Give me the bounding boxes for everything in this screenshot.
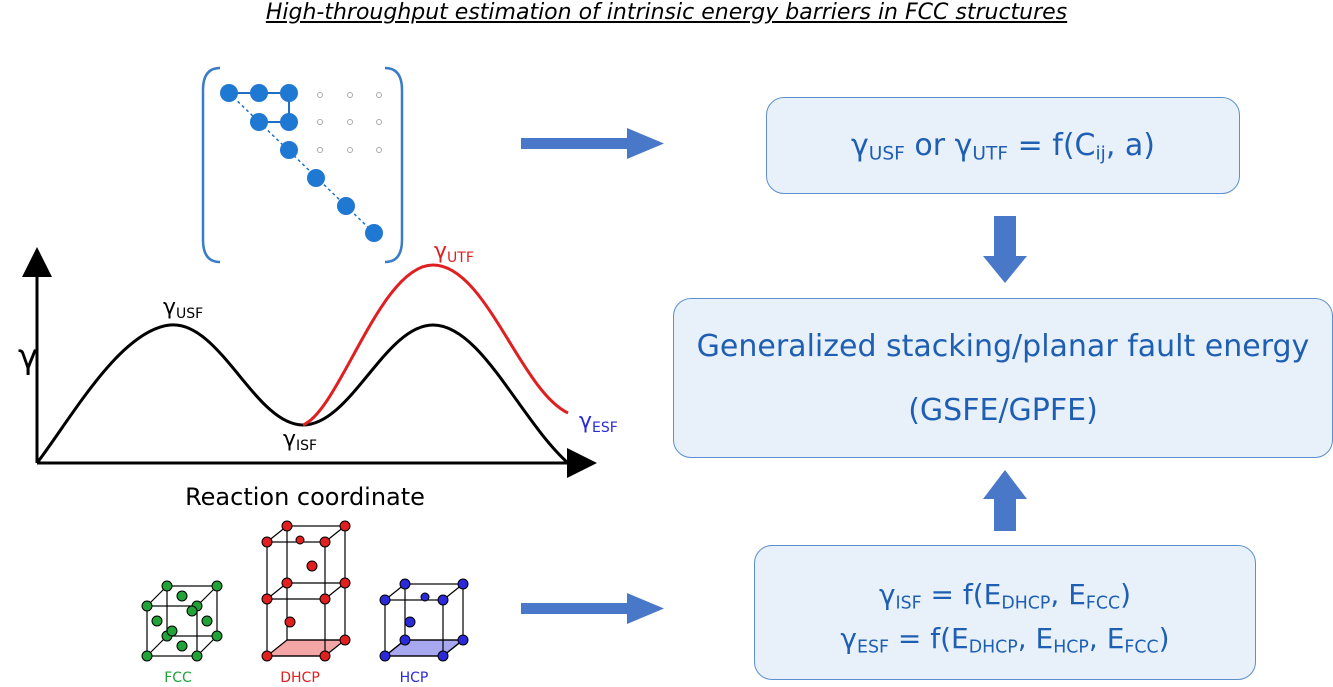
- gsfe-box: Generalized stacking/planar fault energy…: [673, 298, 1333, 458]
- gamma-symbol: γ: [850, 128, 869, 163]
- dhcp-label: DHCP: [280, 670, 320, 686]
- function-tail: , a): [1105, 128, 1155, 163]
- fcc-label: FCC: [164, 670, 192, 686]
- hcp-crystal-icon: HCP: [379, 578, 469, 686]
- elastic-constant-box: γUSF or γUTF = f(Cij, a): [766, 97, 1240, 194]
- y-axis-symbol: γ: [18, 337, 38, 377]
- energy-difference-box: γISF = f(EDHCP, EFCC) γESF = f(EDHCP, EH…: [754, 545, 1256, 680]
- elastic-tensor-matrix: [201, 66, 404, 264]
- usf-subscript: USF: [868, 143, 905, 165]
- gpfe-twin-curve: [302, 263, 569, 427]
- esf-label: γESF: [579, 409, 618, 436]
- cij-subscript: ij: [1095, 143, 1106, 165]
- fcc-crystal-icon: FCC: [141, 580, 223, 686]
- gsfe-title: Generalized stacking/planar fault energy: [696, 329, 1310, 364]
- dhcp-crystal-icon: DHCP: [261, 520, 351, 686]
- hcp-label: HCP: [400, 670, 429, 686]
- x-axis-label: Reaction coordinate: [185, 483, 425, 511]
- function-text: = f(C: [1008, 128, 1096, 163]
- usf-label: γUSF: [163, 295, 203, 322]
- esf-equation: γESF = f(EDHCP, EHCP, EFCC): [840, 622, 1170, 658]
- arrow-right-bottom: [521, 593, 664, 624]
- isf-equation: γISF = f(EDHCP, EFCC): [878, 578, 1132, 614]
- gamma-symbol: γ: [954, 128, 973, 163]
- gsfe-acronym: (GSFE/GPFE): [908, 393, 1098, 428]
- arrow-down: [983, 216, 1027, 283]
- figure-title: High-throughput estimation of intrinsic …: [265, 0, 1068, 25]
- arrow-right-top: [521, 128, 664, 159]
- isf-label: γISF: [283, 427, 317, 454]
- utf-label: γUTF: [434, 239, 474, 266]
- or-text: or: [904, 128, 955, 163]
- utf-subscript: UTF: [972, 143, 1009, 165]
- energy-landscape-plot: γ Reaction coordinate γUSF γISF γUTF γES…: [18, 239, 618, 511]
- arrow-up: [983, 470, 1027, 531]
